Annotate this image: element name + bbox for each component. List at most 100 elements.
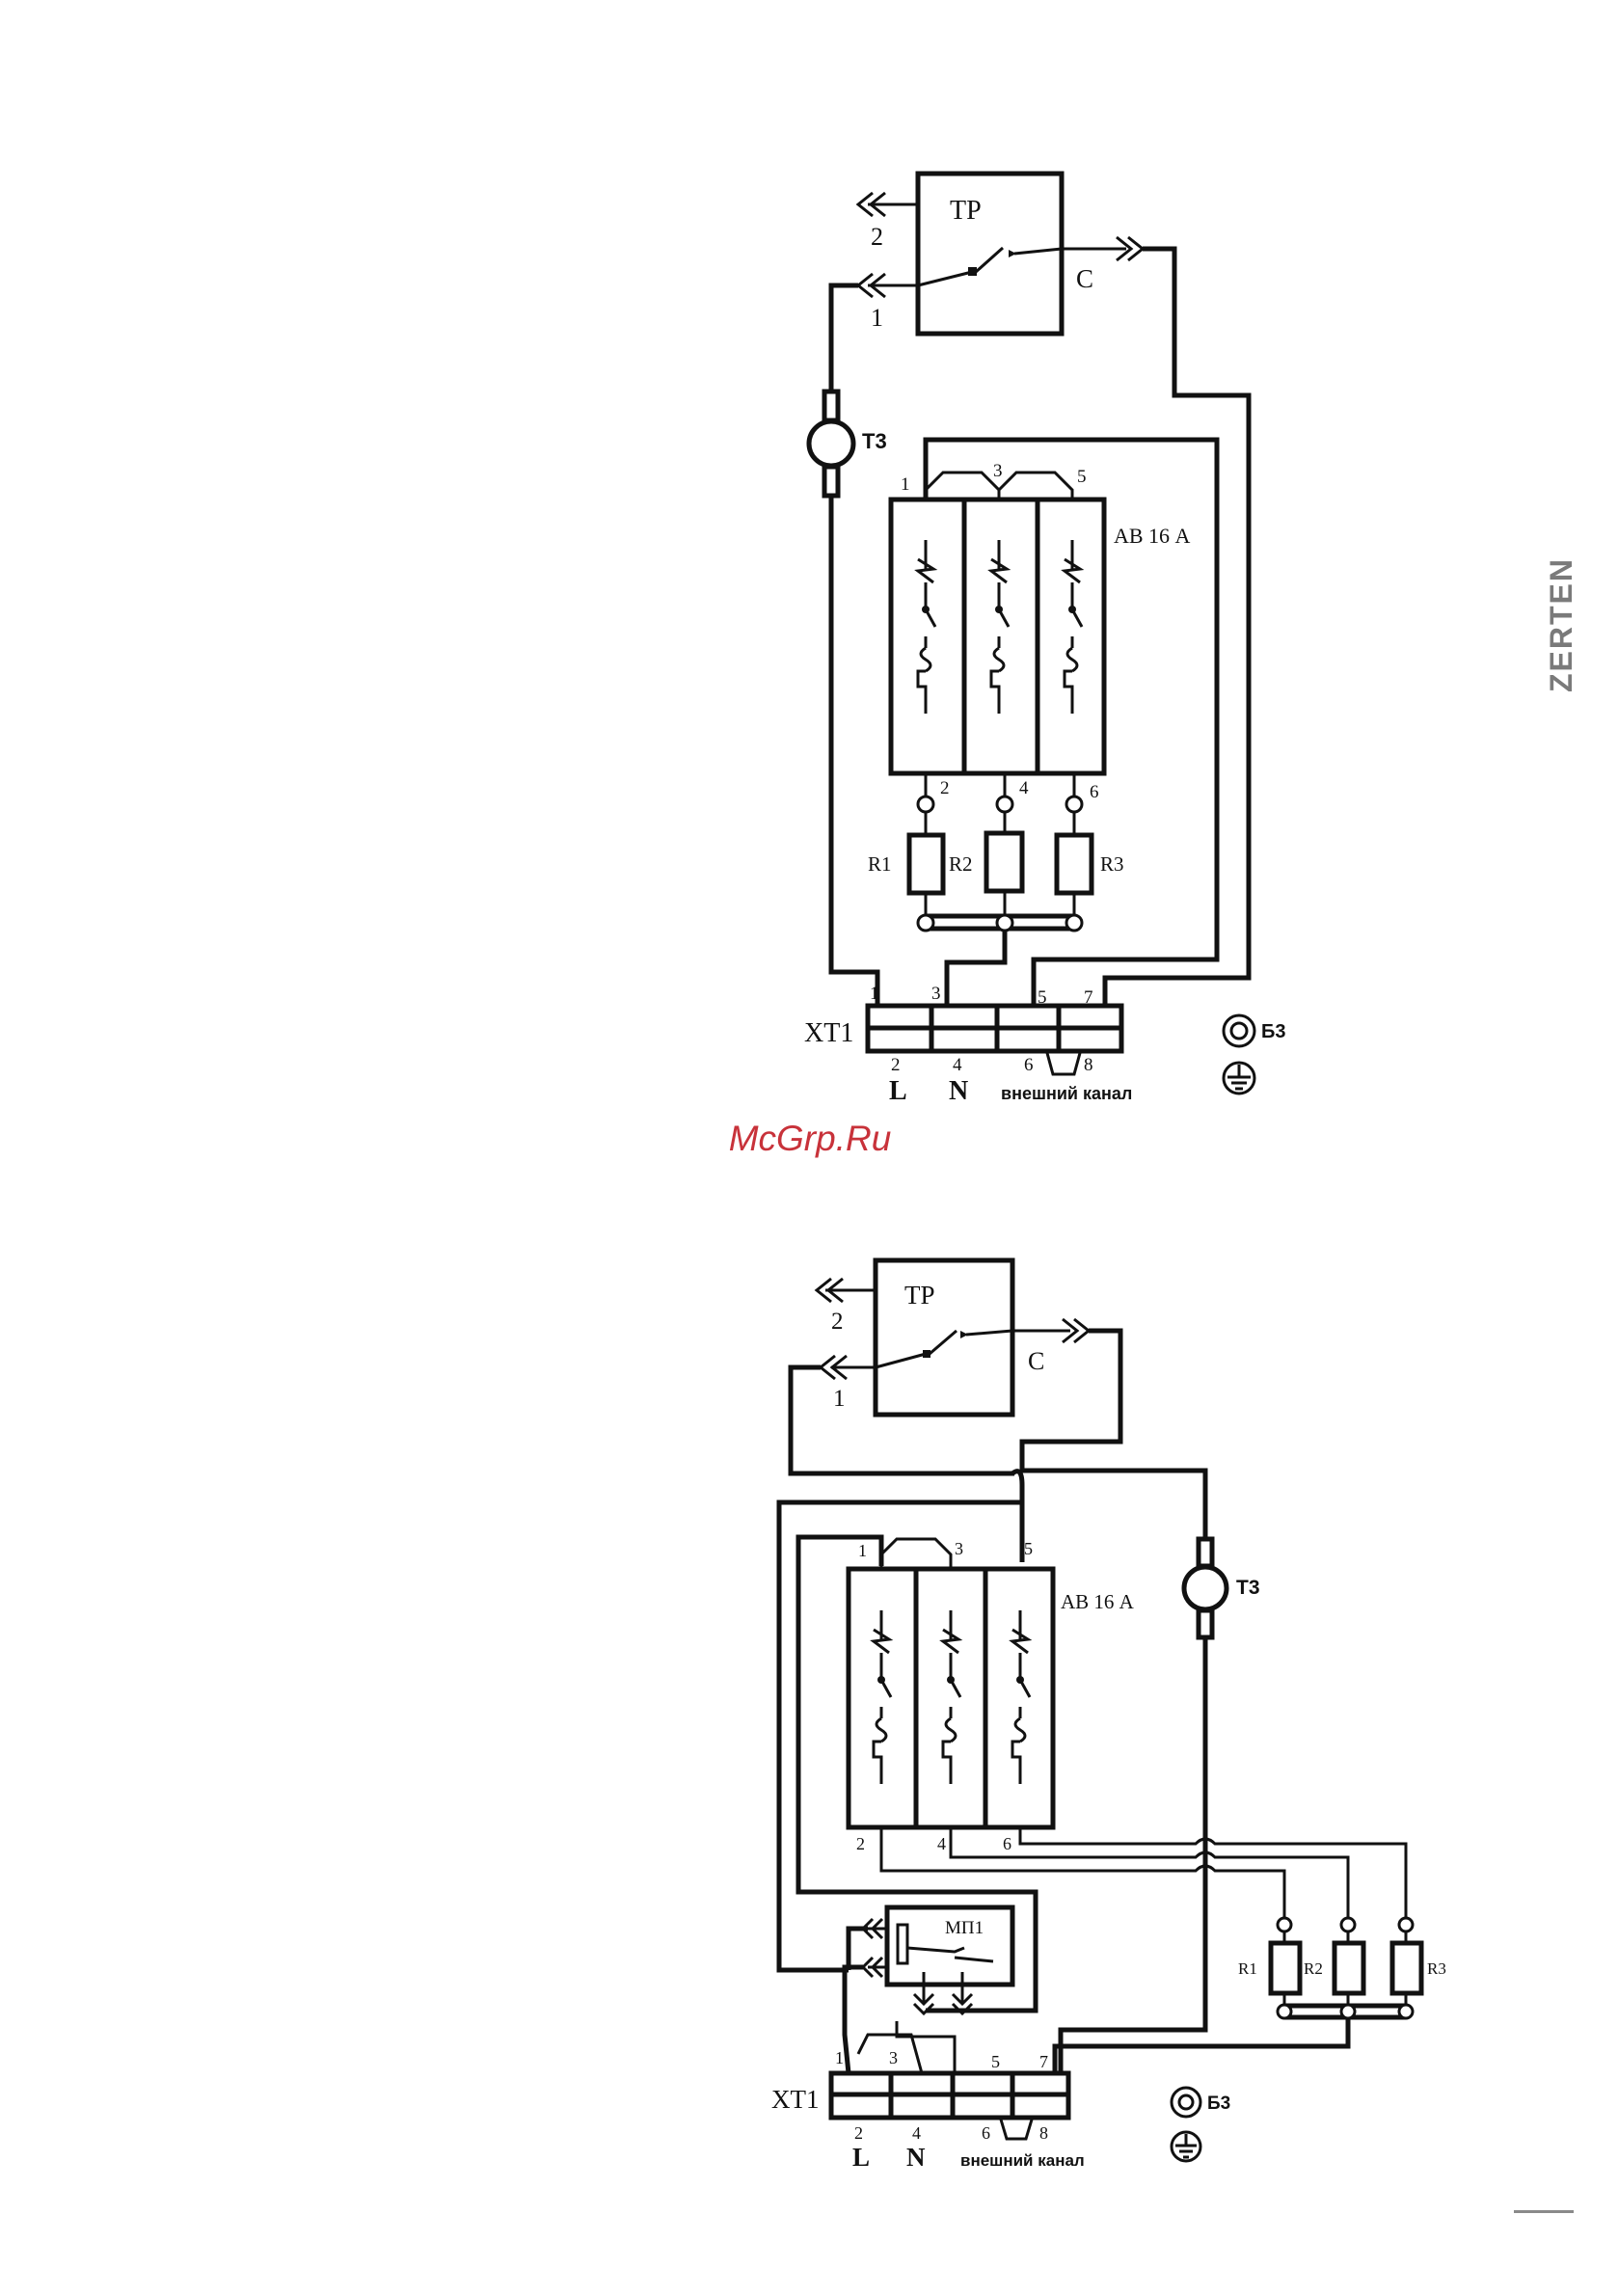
breaker-in-3: 3	[955, 1539, 963, 1558]
watermark: McGrp.Ru	[656, 1119, 964, 1159]
diagram-top: ТР 2 1 С Т3 АВ 16 А 1 3 5	[804, 174, 1286, 1106]
pin-c-label: С	[1076, 264, 1093, 293]
terminal-bottom-8: 8	[1039, 2123, 1048, 2143]
terminal-top-7: 7	[1084, 987, 1093, 1008]
safety-valve-label: Б3	[1261, 1021, 1286, 1042]
safety-valve-label: Б3	[1207, 2093, 1230, 2114]
line-n: N	[949, 1076, 968, 1106]
terminal-bottom-4: 4	[953, 1055, 962, 1075]
heater-r2	[986, 833, 1022, 891]
breaker-in-1: 1	[858, 1541, 867, 1560]
page-rule	[1514, 2210, 1574, 2213]
breaker-pole-2	[991, 540, 1009, 714]
ground-icon	[1172, 2132, 1200, 2161]
terminal-bottom-4: 4	[912, 2123, 921, 2143]
thermal-fuse-label: Т3	[1236, 1577, 1260, 1599]
thermal-fuse-label: Т3	[862, 429, 887, 453]
heater-r1-label: R1	[868, 852, 892, 876]
pin-2-label: 2	[831, 1309, 844, 1335]
pin-1-label: 1	[871, 304, 883, 332]
line-n: N	[906, 2143, 926, 2172]
external-channel-link	[1001, 2120, 1032, 2139]
terminal-top-5: 5	[1038, 987, 1047, 1008]
breaker-in-5: 5	[1077, 467, 1087, 487]
connector-1-icon	[821, 1356, 876, 1379]
terminal-top-3: 3	[889, 2048, 898, 2067]
terminal-bottom-2: 2	[891, 1055, 901, 1075]
thermostat-switch-icon	[876, 1331, 1012, 1367]
connector-c-icon	[1012, 1319, 1089, 1342]
terminal-block-xt1: ХТ1 1 3 5 7 2 4 6 8 L N внешний канал	[804, 984, 1132, 1106]
breaker-pole-2	[943, 1610, 960, 1784]
brand-logo: ZERTEN	[1541, 530, 1583, 694]
terminal-bottom-6: 6	[982, 2123, 990, 2143]
breaker-pole-3	[1065, 540, 1082, 714]
breaker-out-2: 2	[856, 1834, 865, 1853]
breaker-pole-3	[1012, 1610, 1030, 1784]
terminal-block-xt1: ХТ1 1 3 5 7 2 4 6 8 L N внешний канал	[771, 2035, 1085, 2172]
relay-label: МП1	[945, 1918, 984, 1938]
thermal-fuse-icon	[1184, 1567, 1227, 1609]
breaker-bridge	[881, 1539, 951, 1569]
ground-icon	[1224, 1063, 1254, 1094]
thermostat-box	[918, 174, 1062, 334]
safety-valve-icon: Б3	[1224, 1015, 1286, 1046]
external-channel-link	[1047, 1053, 1080, 1074]
breaker-pole-1	[918, 540, 935, 714]
heater-r1	[1271, 1943, 1300, 1993]
terminal-top-5: 5	[991, 2052, 1000, 2071]
heater-r3-label: R3	[1100, 852, 1124, 876]
line-l: L	[889, 1076, 907, 1106]
heater-r2	[1335, 1943, 1363, 1993]
terminal-label: ХТ1	[771, 2085, 820, 2114]
breaker-out-4: 4	[1019, 778, 1029, 798]
terminal-top-1: 1	[835, 2048, 844, 2067]
breaker-label: АВ 16 А	[1114, 524, 1191, 548]
pin-c-label: С	[1028, 1347, 1044, 1375]
breaker-in-5: 5	[1024, 1539, 1033, 1558]
terminal-top-7: 7	[1039, 2052, 1048, 2071]
thermostat-label: ТР	[904, 1281, 935, 1310]
heater-r2-label: R2	[949, 852, 973, 876]
connector-c-icon	[1062, 237, 1143, 260]
brand-name: ZERTEN	[1544, 557, 1578, 692]
breaker-label: АВ 16 А	[1061, 1590, 1135, 1613]
pin-1-label: 1	[833, 1386, 846, 1412]
connector-2-icon	[858, 193, 918, 216]
thermal-fuse-icon	[809, 421, 853, 466]
safety-valve-icon: Б3	[1172, 2088, 1230, 2117]
heater-r3	[1057, 835, 1092, 893]
heater-bank: R1 R2 R3	[1238, 1918, 1446, 2018]
line-l: L	[852, 2143, 870, 2172]
terminal-bottom-6: 6	[1024, 1055, 1034, 1075]
breaker-box	[849, 1569, 1053, 1827]
breaker-out-4: 4	[937, 1834, 946, 1853]
terminal-label: ХТ1	[804, 1018, 853, 1048]
heater-bank: 2 4 6 R1 R2 R3	[868, 773, 1124, 931]
breaker-out-2: 2	[940, 778, 950, 798]
connector-1-icon	[858, 274, 918, 297]
terminal-top-1: 1	[870, 984, 879, 1004]
breaker-pole-1	[874, 1610, 891, 1784]
heater-r3-label: R3	[1427, 1959, 1446, 1978]
pin-2-label: 2	[871, 223, 883, 251]
thermostat-switch-icon	[918, 248, 1062, 285]
breaker-in-1: 1	[901, 474, 910, 495]
breaker-in-3: 3	[993, 461, 1003, 481]
thermostat-label: ТР	[950, 196, 982, 226]
heater-r1-label: R1	[1238, 1959, 1257, 1978]
heater-r1	[909, 835, 943, 893]
diagram-bottom: ТР 2 1 С Т3 АВ 16 А 1 3 5	[771, 1260, 1446, 2172]
breaker-out-6: 6	[1090, 782, 1099, 802]
terminal-bottom-8: 8	[1084, 1055, 1093, 1075]
thermostat-box	[876, 1260, 1012, 1415]
heater-r2-label: R2	[1304, 1959, 1323, 1978]
heater-r3	[1392, 1943, 1421, 1993]
breaker-out-6: 6	[1003, 1834, 1011, 1853]
terminal-bottom-2: 2	[854, 2123, 863, 2143]
terminal-top-3: 3	[931, 984, 941, 1004]
connector-2-icon	[817, 1279, 876, 1302]
external-channel: внешний канал	[960, 2151, 1085, 2170]
external-channel: внешний канал	[1001, 1084, 1132, 1103]
relay-mp1: МП1	[863, 1907, 1012, 2013]
